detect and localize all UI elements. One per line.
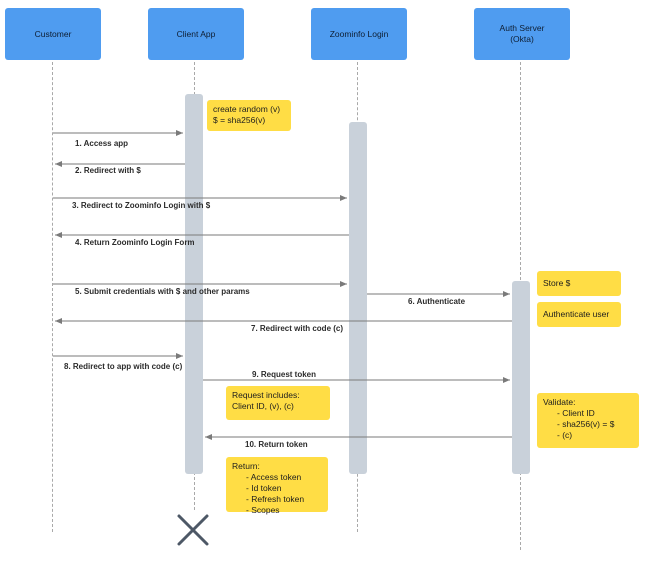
participant-client-app: Client App	[148, 8, 244, 60]
message-label-4: 4. Return Zoominfo Login Form	[75, 238, 195, 247]
message-label-6: 6. Authenticate	[408, 297, 466, 306]
list-item: (c)	[557, 430, 633, 441]
participant-customer: Customer	[5, 8, 101, 60]
message-label-7: 7. Redirect with code (c)	[251, 324, 344, 333]
list-item: Refresh token	[246, 494, 322, 505]
note-line: create random (v)	[213, 104, 281, 114]
note-title: Validate:	[543, 397, 576, 407]
lifeline-customer	[52, 62, 53, 532]
participant-sublabel: (Okta)	[510, 34, 534, 44]
note-create-random: create random (v) $ = sha256(v)	[207, 100, 291, 131]
note-authenticate-user: Authenticate user	[537, 302, 621, 327]
note-list: Client ID sha256(v) = $ (c)	[543, 408, 633, 441]
participant-zoominfo-login: Zoominfo Login	[311, 8, 407, 60]
note-line: $ = sha256(v)	[213, 115, 266, 126]
activation-zoominfo-login	[349, 122, 367, 474]
message-label-5: 5. Submit credentials with $ and other p…	[75, 287, 250, 296]
note-store: Store $	[537, 271, 621, 296]
list-item: Scopes	[246, 505, 322, 516]
note-request-includes: Request includes: Client ID, (v), (c)	[226, 386, 330, 420]
note-line: Request includes:	[232, 390, 300, 400]
participant-label: Auth Server	[499, 23, 545, 34]
list-item: sha256(v) = $	[557, 419, 633, 430]
message-label-8: 8. Redirect to app with code (c)	[64, 362, 183, 371]
list-item: Access token	[246, 472, 322, 483]
message-label-3: 3. Redirect to Zoominfo Login with $	[72, 201, 211, 210]
participant-auth-server: Auth Server (Okta)	[474, 8, 570, 60]
message-label-2: 2. Redirect with $	[75, 166, 141, 175]
note-validate: Validate: Client ID sha256(v) = $ (c)	[537, 393, 639, 448]
note-text: Authenticate user	[543, 308, 610, 319]
note-return: Return: Access token Id token Refresh to…	[226, 457, 328, 515]
list-item: Client ID	[557, 408, 633, 419]
note-line: Client ID, (v), (c)	[232, 401, 294, 412]
note-list: Access token Id token Refresh token Scop…	[232, 472, 322, 516]
note-title: Return:	[232, 461, 260, 471]
list-item: Id token	[246, 483, 322, 494]
activation-auth-server	[512, 281, 530, 474]
participant-label: Zoominfo Login	[329, 28, 389, 39]
participant-label: Customer	[34, 28, 72, 39]
terminate-x-icon	[177, 514, 209, 546]
message-label-1: 1. Access app	[75, 139, 129, 148]
message-label-10: 10. Return token	[245, 440, 308, 449]
message-label-9: 9. Request token	[252, 370, 317, 379]
note-text: Store $	[543, 277, 571, 288]
participant-label: Client App	[176, 28, 216, 39]
